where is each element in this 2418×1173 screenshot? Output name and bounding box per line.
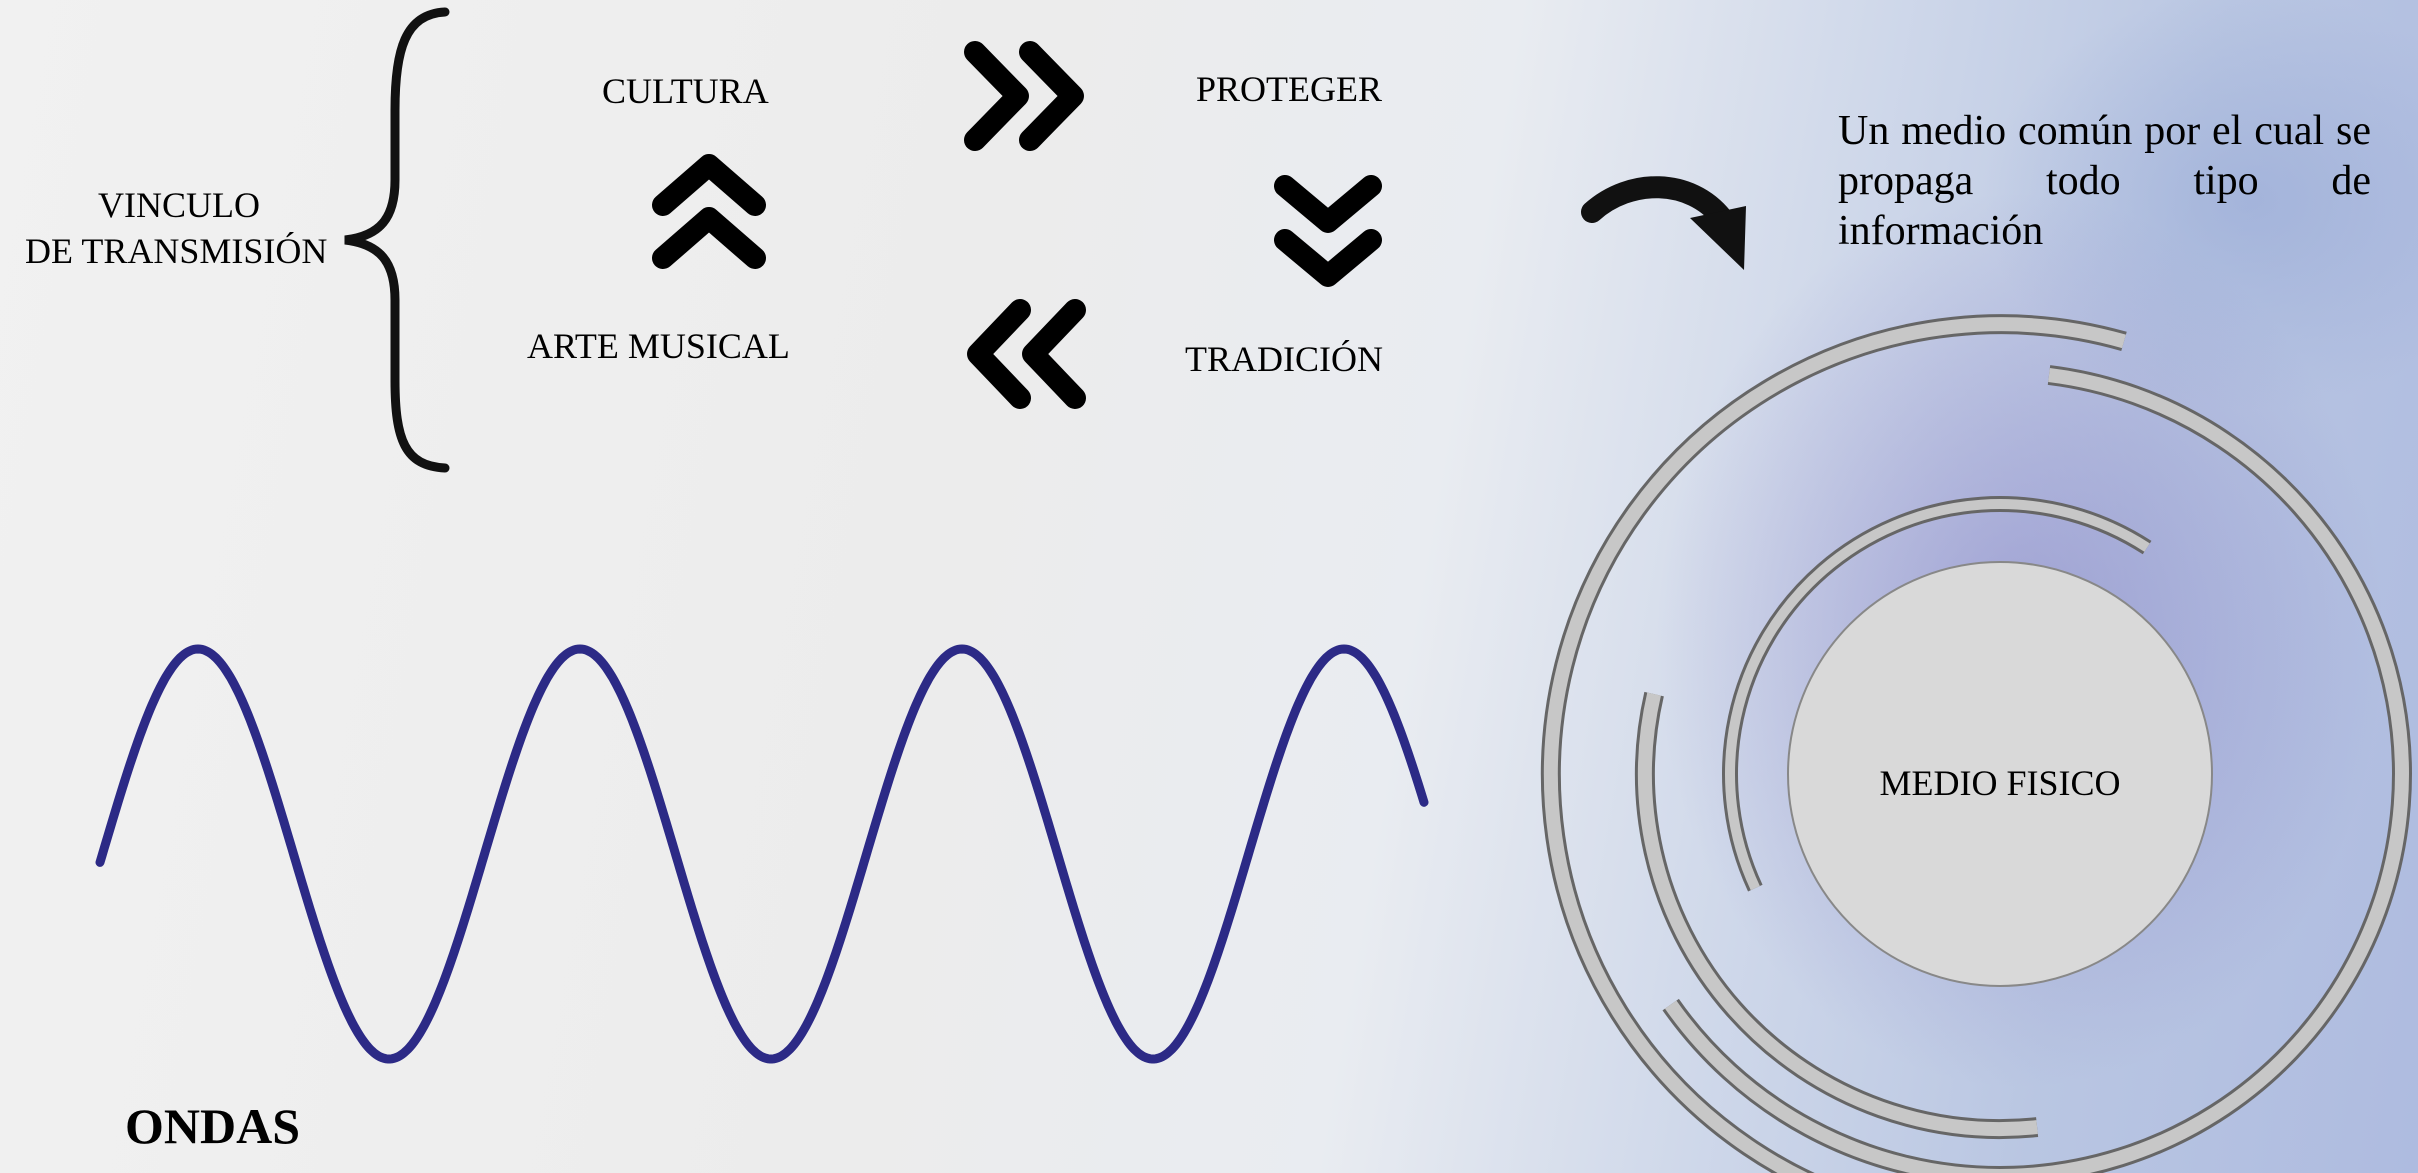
vinculo-label-line2: DE TRANSMISIÓN: [25, 230, 327, 272]
tradicion-label: TRADICIÓN: [1185, 338, 1383, 380]
arte-musical-label: ARTE MUSICAL: [527, 325, 790, 367]
left-curly-brace-icon: [345, 12, 445, 468]
description-text: Un medio común por el cual se propaga to…: [1838, 106, 2371, 256]
double-chevron-down-icon: [1285, 186, 1371, 276]
cultura-label: CULTURA: [602, 70, 769, 112]
sine-wave: [100, 649, 1424, 1059]
proteger-label: PROTEGER: [1196, 68, 1382, 110]
vinculo-label-line1: VINCULO: [98, 184, 260, 226]
double-chevron-up-icon: [663, 165, 755, 258]
curved-arrow-icon: [1592, 187, 1746, 270]
double-chevron-right-icon: [975, 52, 1073, 140]
ondas-title: ONDAS: [125, 1096, 300, 1156]
double-chevron-left-icon: [978, 310, 1075, 398]
medio-fisico-label: MEDIO FISICO: [1790, 762, 2210, 804]
